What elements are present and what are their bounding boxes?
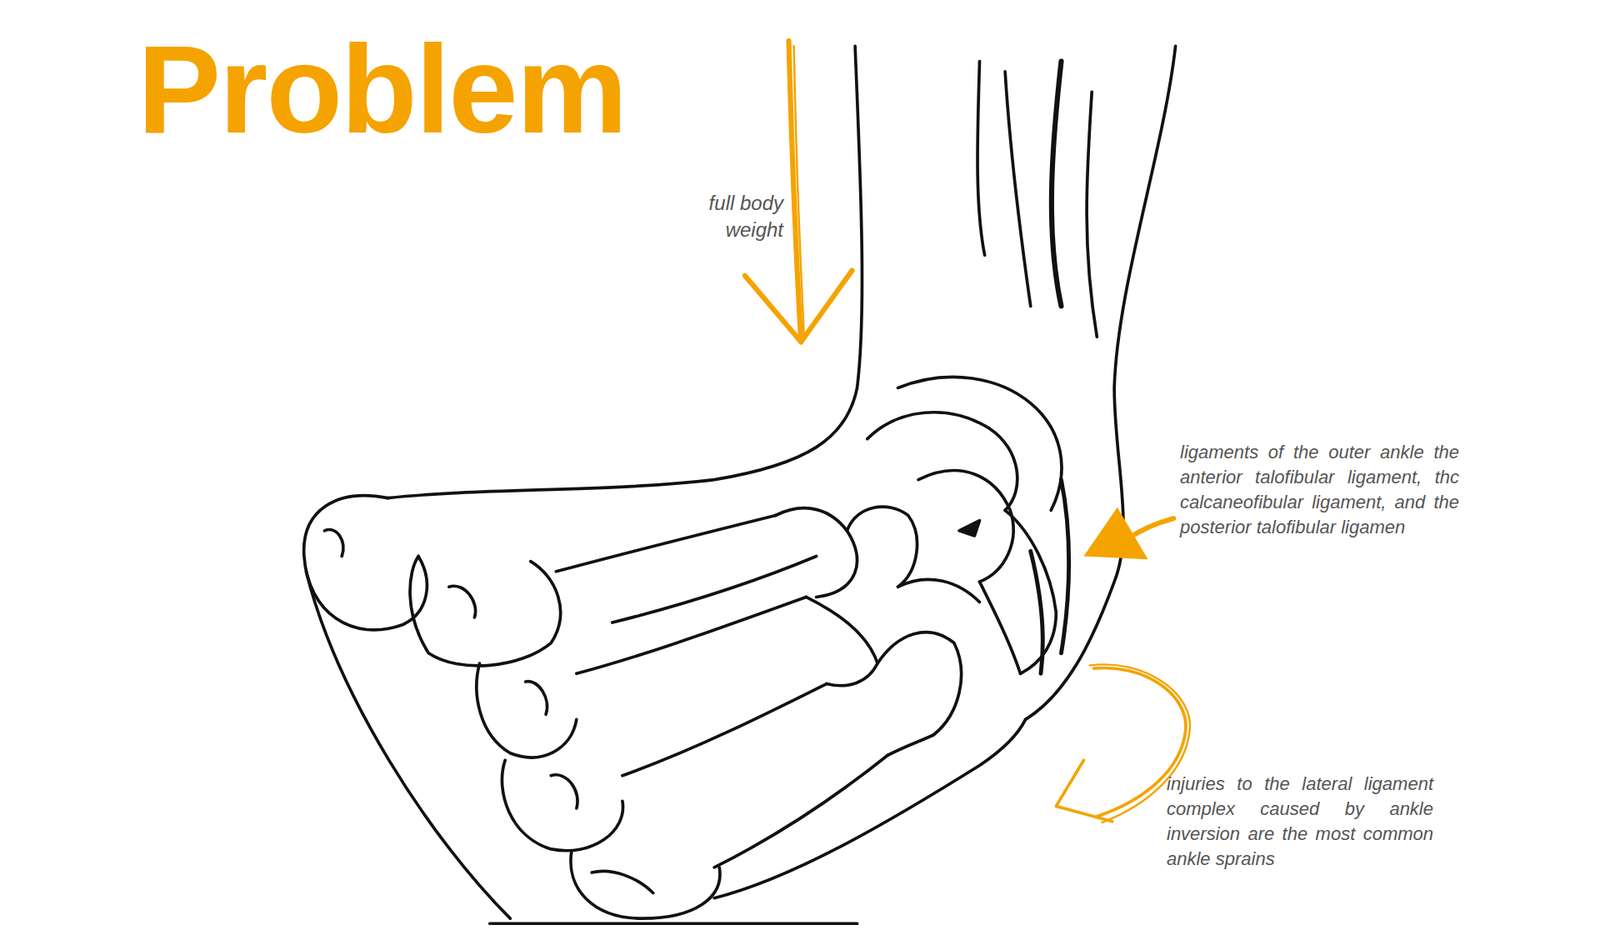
force-label: full body weight [676,190,784,244]
page-title: Problem [137,26,626,152]
injury-note: injuries to the lateral ligament complex… [1166,771,1434,872]
ligament-note: ligaments of the outer ankle the anterio… [1180,440,1460,540]
